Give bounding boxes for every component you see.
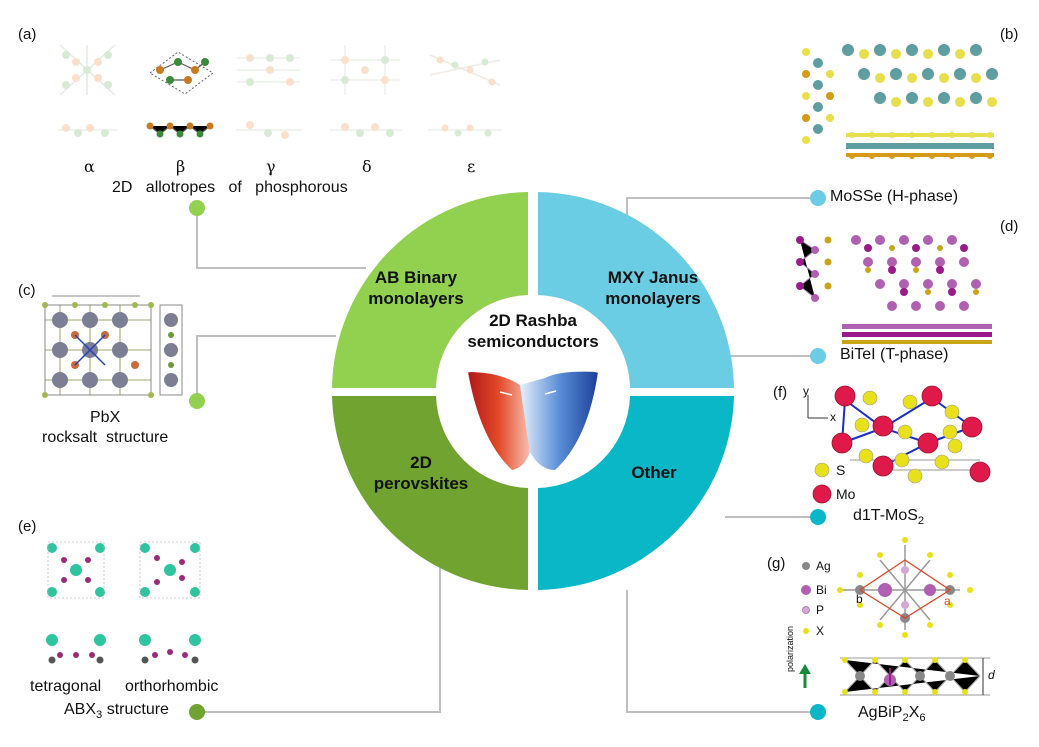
panel-b-structure bbox=[802, 44, 998, 159]
dot-panel-e bbox=[189, 704, 205, 720]
panel-g-label-b: b bbox=[856, 592, 863, 606]
dot-panel-a bbox=[189, 200, 205, 216]
panel-c-letter: (c) bbox=[18, 282, 36, 299]
quadrant-ab-binary bbox=[332, 192, 528, 388]
panel-g-structure bbox=[799, 537, 990, 696]
dot-panel-d bbox=[810, 348, 826, 364]
panel-a-structures bbox=[58, 44, 502, 139]
panel-c-caption-2: rocksalt structure bbox=[42, 429, 169, 446]
panel-f-axis-y: y bbox=[803, 384, 809, 398]
panel-f-structure bbox=[807, 385, 991, 504]
panel-e-label-orthorhombic: orthorhombic bbox=[125, 678, 219, 695]
panel-g-legend-x: X bbox=[816, 624, 825, 638]
quadrant-other bbox=[538, 396, 734, 590]
allotrope-beta: β bbox=[176, 157, 186, 176]
donut-chart bbox=[332, 192, 734, 590]
panel-f-letter: (f) bbox=[773, 384, 788, 401]
legend-s-swatch bbox=[814, 462, 830, 478]
allotrope-delta: δ bbox=[362, 157, 372, 176]
dot-panel-f bbox=[810, 509, 826, 525]
panel-c-caption-1: PbX bbox=[90, 409, 121, 426]
panel-g-label-polarization: polarization bbox=[785, 625, 795, 672]
panel-a-caption: 2D allotropes of phosphorous bbox=[112, 179, 348, 196]
quadrant-perovskites bbox=[332, 396, 528, 590]
allotrope-gamma: γ bbox=[266, 157, 276, 176]
connector-lines bbox=[196, 197, 818, 713]
panel-d-caption: BiTeI (T-phase) bbox=[840, 346, 949, 363]
panel-g-letter: (g) bbox=[767, 555, 786, 572]
panel-g-legend-bi: Bi bbox=[816, 583, 827, 597]
panel-e-letter: (e) bbox=[18, 518, 37, 535]
quadrant-label-other: Other bbox=[631, 463, 677, 482]
panel-e-structure bbox=[46, 541, 201, 664]
panel-f-caption: d1T-MoS2 bbox=[853, 507, 925, 528]
panel-a-letter: (a) bbox=[18, 26, 37, 43]
panel-g-label-d: d bbox=[988, 668, 995, 682]
panel-e-caption: ABX3 structure bbox=[64, 701, 169, 722]
dot-panel-g bbox=[810, 704, 826, 720]
panel-b-letter: (b) bbox=[1000, 26, 1019, 43]
panel-g-caption: AgBiP2X6 bbox=[858, 704, 926, 725]
connector-dots bbox=[189, 190, 826, 720]
panel-e-label-tetragonal: tetragonal bbox=[30, 678, 102, 695]
panel-g-legend-ag: Ag bbox=[816, 559, 831, 573]
quadrant-mxy-janus bbox=[538, 192, 734, 388]
panel-b-caption: MoSSe (H-phase) bbox=[830, 188, 959, 205]
panel-c-structure bbox=[42, 295, 183, 398]
panel-d-structure bbox=[796, 235, 992, 344]
dot-panel-c bbox=[189, 393, 205, 409]
panel-f-axis-x: x bbox=[830, 410, 836, 424]
allotrope-epsilon: ε bbox=[467, 157, 476, 176]
legend-mo-swatch bbox=[812, 484, 832, 504]
panel-g-label-a: a bbox=[944, 594, 951, 608]
dot-panel-b bbox=[810, 190, 826, 206]
panel-g-legend-p: P bbox=[816, 603, 825, 617]
rashba-band-figure bbox=[467, 365, 599, 470]
panel-f-legend-s: S bbox=[836, 462, 846, 478]
panel-f-legend-mo: Mo bbox=[836, 486, 856, 502]
allotrope-alpha: α bbox=[84, 157, 95, 176]
panel-d-letter: (d) bbox=[1000, 218, 1019, 235]
